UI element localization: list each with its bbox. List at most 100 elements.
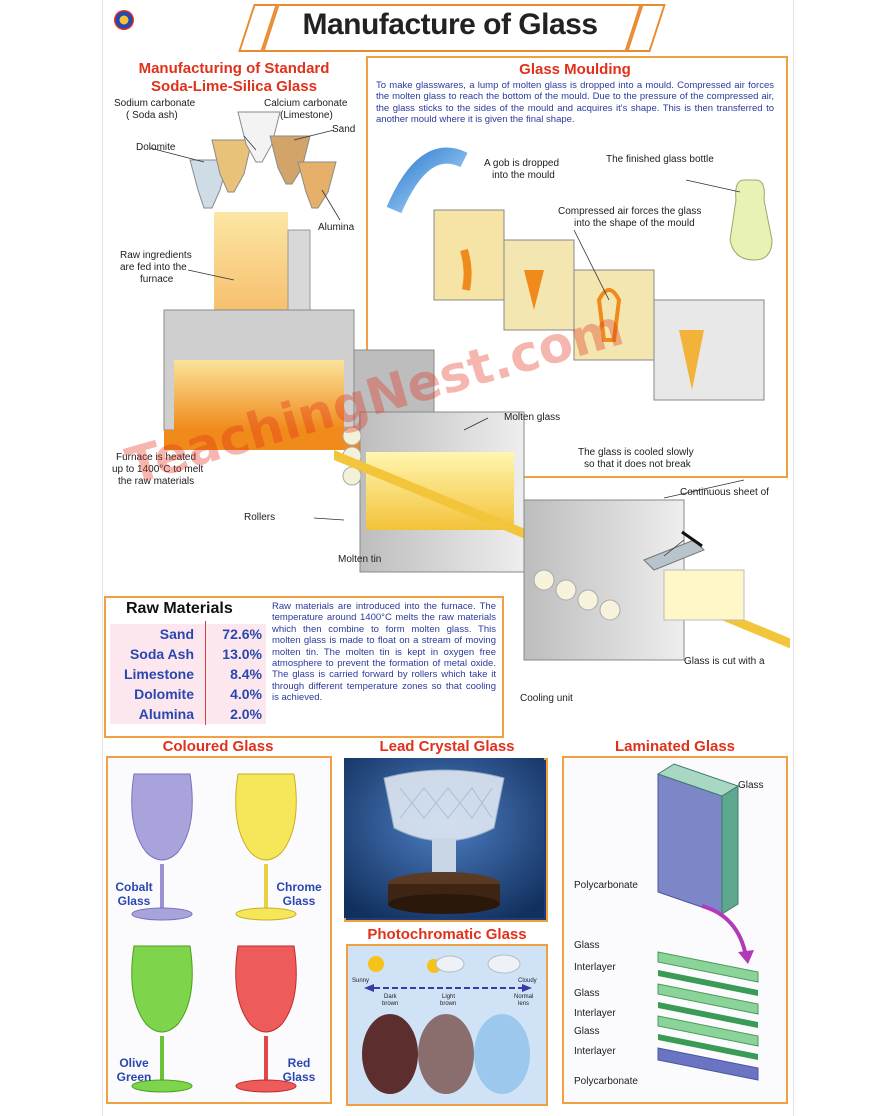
table-row: Alumina 2.0% — [110, 704, 266, 725]
laminated-top-poly: Polycarbonate — [574, 880, 638, 891]
photo-sunny: Sunny — [352, 978, 370, 984]
crystal-bowl-image — [344, 758, 544, 918]
label-dolomite: Dolomite — [136, 142, 176, 153]
raw-value: 8.4% — [230, 666, 262, 682]
laminated-layer-label: Glass — [574, 940, 600, 951]
curved-arrow-icon — [386, 147, 468, 214]
chrome-glass-icon — [235, 773, 297, 921]
label-furnace-2: up to 1400°C to melt — [112, 464, 204, 475]
label-gob-2: into the mould — [492, 170, 555, 181]
cutter-arrow-icon — [681, 530, 703, 548]
glass-moulding-panel — [366, 56, 788, 478]
arrow-down-icon — [701, 904, 748, 957]
label-furnace-1: Furnace is heated — [116, 452, 197, 463]
laminated-layer-label: Interlayer — [574, 1008, 616, 1019]
limestone-hopper — [237, 111, 281, 163]
olive-label-2: Green — [116, 1070, 152, 1084]
label-rollers: Rollers — [244, 512, 276, 523]
dark-brown-lens — [362, 1014, 418, 1094]
label-compressed-2: into the shape of the mould — [574, 218, 695, 229]
glass-cutter — [643, 539, 705, 571]
photo-cloudy: Cloudy — [518, 978, 537, 984]
laminated-layer-label: Glass — [574, 988, 600, 999]
label-raw-fed-3: furnace — [140, 274, 174, 285]
label-continuous-sheet: Continuous sheet of — [680, 487, 769, 498]
laminated-layer-label: Glass — [574, 1026, 600, 1037]
red-label-1: Red — [287, 1056, 311, 1070]
cobalt-label-1: Cobalt — [115, 880, 153, 894]
label-limestone: (Limestone) — [280, 110, 333, 121]
sun-icon — [368, 956, 384, 972]
label-glass-cut: Glass is cut with a — [684, 656, 765, 667]
chrome-label-2: Glass — [282, 894, 316, 908]
raw-table-divider — [205, 621, 206, 725]
label-cooled-2: so that it does not break — [584, 459, 691, 470]
light-brown-lens — [418, 1014, 474, 1094]
finished-bottle-icon — [729, 179, 773, 261]
chrome-label-1: Chrome — [276, 880, 322, 894]
coloured-glass-title: Coloured Glass — [162, 738, 274, 755]
photo-normal-2: lens — [518, 1001, 530, 1007]
raw-value: 4.0% — [230, 686, 262, 702]
lead-crystal-title: Lead Crystal Glass — [379, 738, 515, 755]
raw-value: 2.0% — [230, 706, 262, 722]
laminate-layers — [657, 951, 759, 1081]
raw-name: Dolomite — [134, 686, 194, 702]
cloud-icon — [487, 954, 521, 974]
laminated-layer-label: Interlayer — [574, 1046, 616, 1057]
raw-name: Sand — [159, 626, 194, 642]
laminated-glass-title: Laminated Glass — [614, 738, 736, 755]
glass-moulding-title: Glass Moulding — [519, 61, 631, 78]
cobalt-glass-icon — [131, 773, 193, 921]
mould-sequence — [386, 147, 773, 401]
table-row: Dolomite 4.0% — [110, 684, 266, 705]
coloured-glasses-illustration — [131, 773, 297, 1093]
photo-normal-1: Normal — [514, 994, 534, 1000]
label-compressed-1: Compressed air forces the glass — [558, 206, 702, 217]
cobalt-label-2: Glass — [117, 894, 151, 908]
photochromatic-illustration — [362, 954, 532, 1094]
photochromatic-title: Photochromatic Glass — [367, 926, 527, 943]
furnace-melt — [174, 360, 344, 430]
label-furnace-3: the raw materials — [118, 476, 195, 487]
raw-value: 13.0% — [222, 646, 262, 662]
label-raw-fed-2: are fed into the — [120, 262, 187, 273]
footer-bar — [104, 1106, 790, 1116]
standard-title-line2: Soda-Lime-Silica Glass — [151, 78, 317, 95]
red-glass-icon — [235, 945, 297, 1093]
label-cooled-1: The glass is cooled slowly — [578, 447, 694, 458]
laminated-top-glass: Glass — [738, 780, 764, 791]
label-molten-glass: Molten glass — [504, 412, 561, 423]
laminated-layer-label: Polycarbonate — [574, 1076, 638, 1087]
olive-label-1: Olive — [119, 1056, 149, 1070]
photo-dark-1: Dark — [384, 994, 397, 1000]
olive-green-glass-icon — [131, 945, 193, 1093]
label-sodium-carbonate: Sodium carbonate — [114, 98, 196, 109]
label-sand: Sand — [332, 124, 356, 135]
label-gob-1: A gob is dropped — [484, 158, 560, 169]
label-soda-ash: ( Soda ash) — [126, 110, 178, 121]
raw-name: Alumina — [138, 706, 194, 722]
arrow-right-icon — [522, 984, 532, 992]
label-cooling-unit: Cooling unit — [520, 693, 573, 704]
standard-title-line1: Manufacturing of Standard — [138, 60, 330, 77]
red-label-2: Glass — [282, 1070, 316, 1084]
raw-materials-title: Raw Materials — [126, 600, 233, 617]
laminated-glass-illustration — [656, 763, 759, 1081]
glass-process-illustration — [149, 111, 790, 661]
cooling-unit — [523, 499, 685, 661]
laminated-layer-label: Interlayer — [574, 962, 616, 973]
cloud-icon — [435, 955, 465, 973]
logo-icon — [114, 10, 134, 30]
normal-lens — [474, 1014, 530, 1094]
glass-moulding-text: To make glasswares, a lump of molten gla… — [376, 80, 774, 126]
arrow-left-icon — [364, 984, 374, 992]
page-title: Manufacture of Glass — [302, 8, 598, 41]
photo-dark-2: brown — [382, 1001, 399, 1007]
label-alumina: Alumina — [318, 222, 355, 233]
label-molten-tin: Molten tin — [338, 554, 382, 565]
photo-light-1: Light — [442, 994, 456, 1000]
photo-light-2: brown — [440, 1001, 457, 1007]
